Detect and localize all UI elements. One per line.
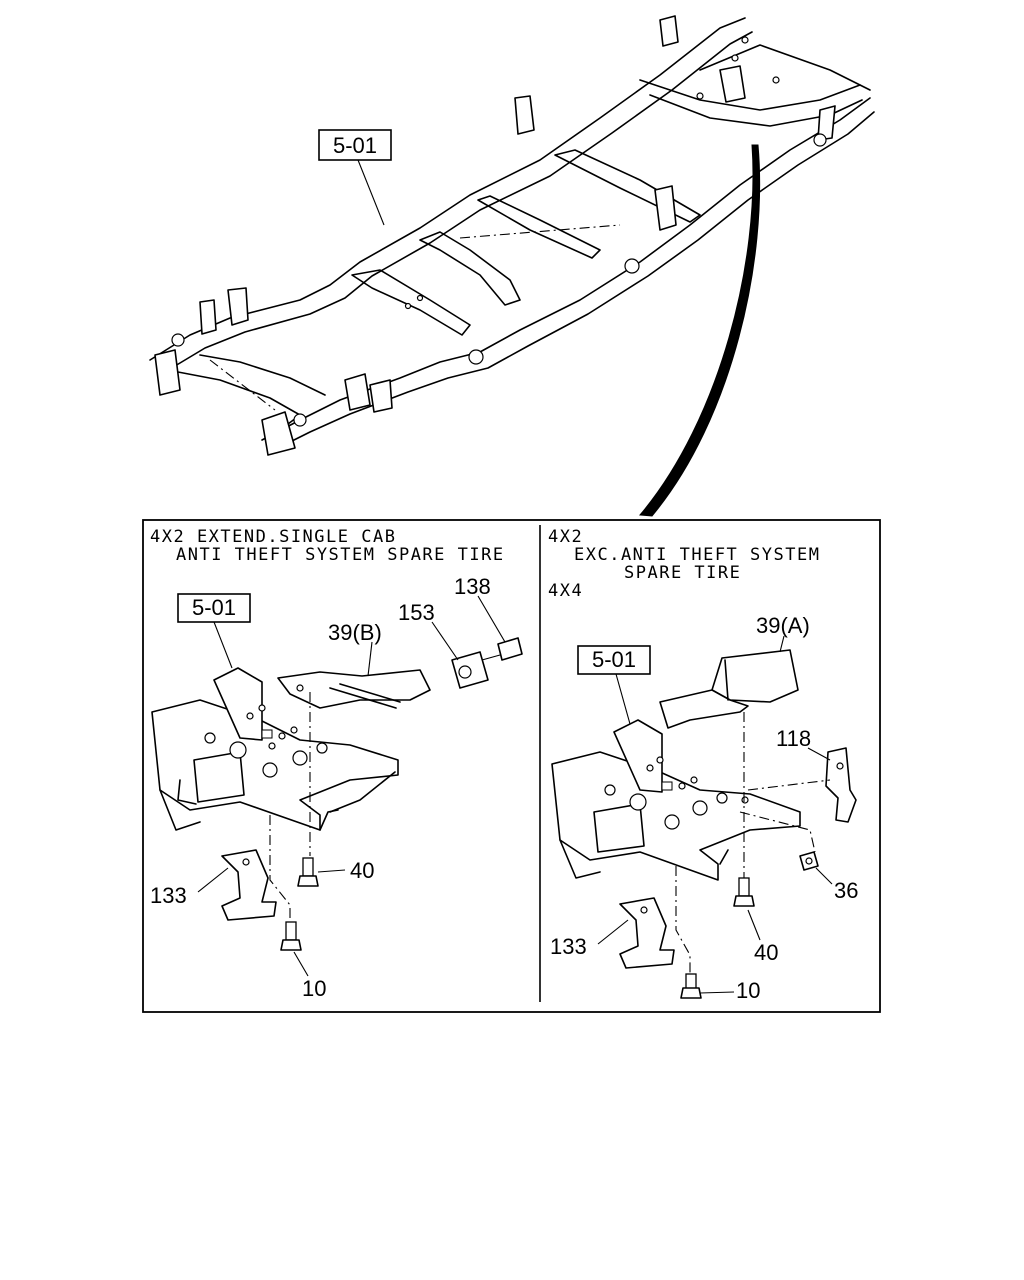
- right-caption-line4: 4X4: [548, 581, 583, 601]
- right-ref-label: 5-01: [592, 647, 636, 672]
- left-subpanel: 4X2 EXTEND.SINGLE CAB ANTI THEFT SYSTEM …: [150, 527, 523, 1001]
- detail-leader-curve: [638, 144, 761, 517]
- right-caption-line2: EXC.ANTI THEFT SYSTEM: [574, 545, 820, 565]
- part-label-138: 138: [454, 574, 491, 599]
- part-label-133-left: 133: [150, 883, 187, 908]
- right-caption-line1: 4X2: [548, 527, 583, 547]
- left-caption-line1: 4X2 EXTEND.SINGLE CAB: [150, 527, 396, 547]
- part-label-118: 118: [776, 726, 811, 751]
- part-label-40-right: 40: [754, 940, 778, 965]
- main-ref-callout: 5-01: [318, 129, 392, 226]
- part-label-133-right: 133: [550, 934, 587, 959]
- right-caption-line3: SPARE TIRE: [624, 563, 741, 583]
- part-label-10-right: 10: [736, 978, 760, 1003]
- right-subpanel: 4X2 EXC.ANTI THEFT SYSTEM SPARE TIRE 4X4…: [548, 527, 858, 1003]
- part-label-153: 153: [398, 600, 435, 625]
- main-ref-label: 5-01: [333, 133, 377, 158]
- chassis-frame-illustration: [149, 15, 875, 456]
- part-label-40-left: 40: [350, 858, 374, 883]
- part-label-36: 36: [834, 878, 858, 903]
- left-ref-label: 5-01: [192, 595, 236, 620]
- part-label-10-left: 10: [302, 976, 326, 1001]
- left-caption-line2: ANTI THEFT SYSTEM SPARE TIRE: [176, 545, 505, 565]
- part-label-39a: 39(A): [756, 613, 810, 638]
- part-label-39b: 39(B): [328, 620, 382, 645]
